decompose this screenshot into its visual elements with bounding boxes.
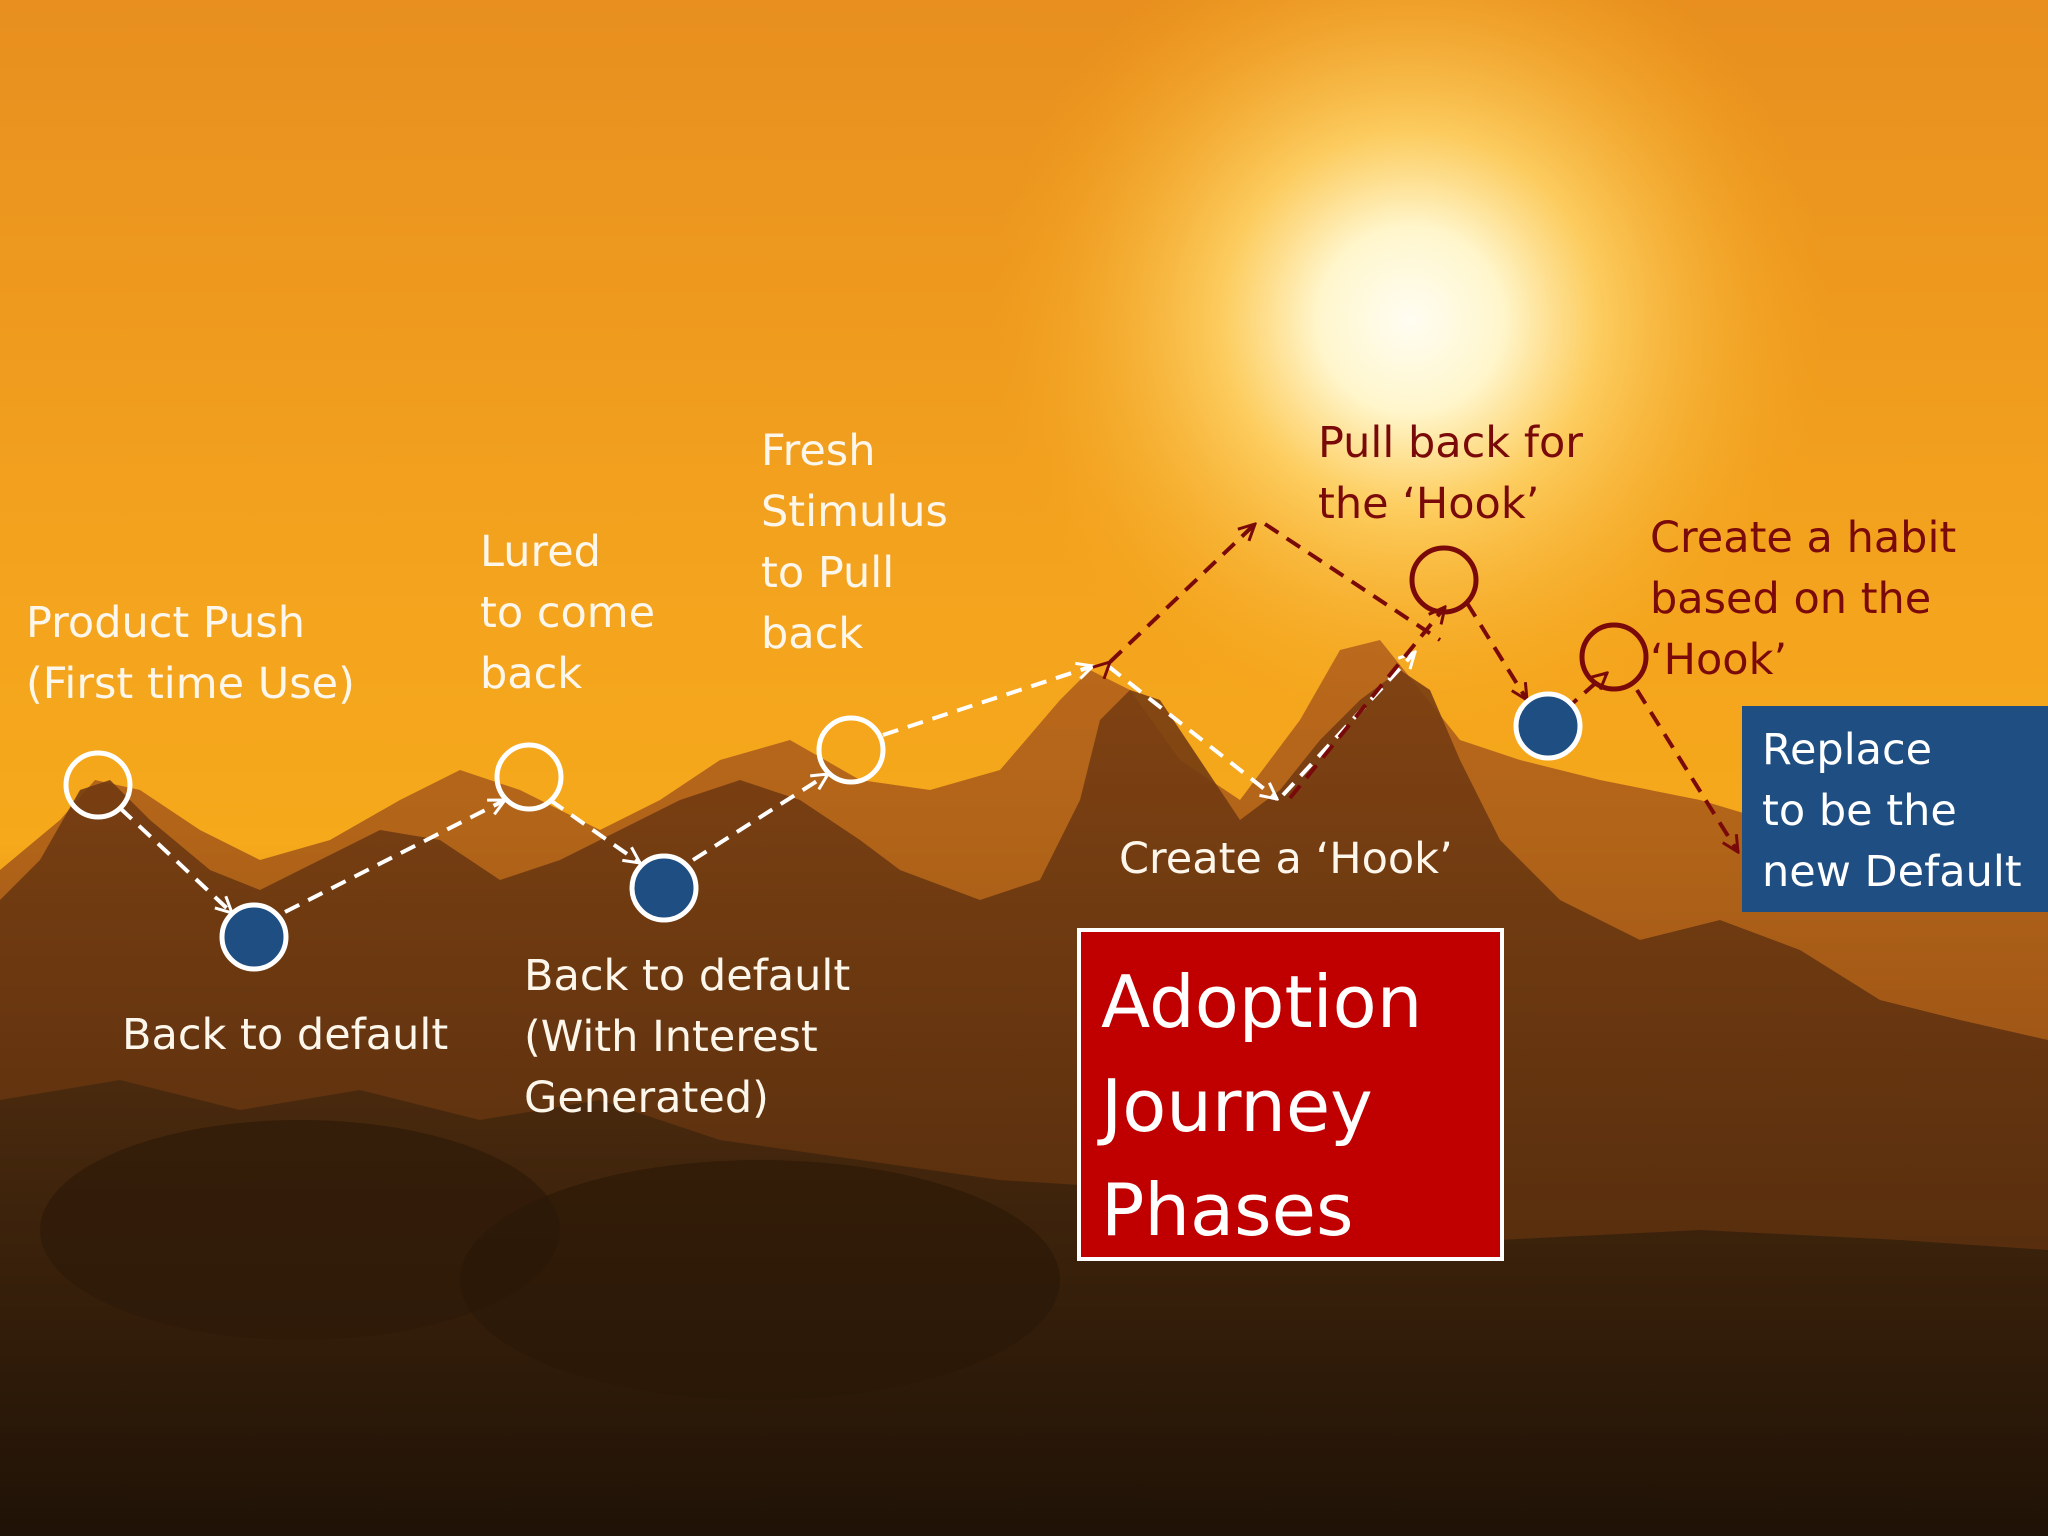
node-fresh-stimulus — [816, 715, 886, 785]
arrow-1 — [118, 806, 232, 913]
node-back-to-default-2 — [629, 853, 699, 923]
replace-default-box: Replace to be the new Default — [1742, 706, 2048, 912]
label-fresh-stimulus: Fresh Stimulus to Pull back — [761, 426, 948, 659]
arrow-5 — [882, 666, 1093, 737]
arrow-3 — [548, 798, 640, 863]
node-product-push — [63, 750, 133, 820]
arrow-4 — [691, 774, 828, 862]
label-back-to-default-2: Back to default (With Interest Generated… — [524, 951, 851, 1123]
label-pull-back-hook: Pull back for the ‘Hook’ — [1318, 418, 1583, 529]
arrow-7 — [1281, 652, 1415, 797]
arrow-6 — [1106, 664, 1277, 799]
arrow-dark-4 — [1465, 601, 1527, 700]
arrow-2 — [284, 798, 505, 914]
node-pull-back-hook — [1409, 545, 1479, 615]
node-back-to-default-1 — [219, 902, 289, 972]
label-create-hook: Create a ‘Hook’ — [1119, 834, 1453, 884]
label-lured: Lured to come back — [480, 527, 656, 699]
label-replace-default: Replace to be the new Default — [1762, 725, 2022, 897]
title-box: Adoption Journey Phases — [1077, 928, 1504, 1261]
arrow-dark-6 — [1635, 688, 1738, 852]
node-create-habit — [1579, 622, 1649, 692]
diagram-title: Adoption Journey Phases — [1101, 960, 1423, 1252]
arrow-dark-3 — [1288, 607, 1445, 800]
arrow-dark-1 — [1110, 524, 1255, 662]
label-back-to-default-1: Back to default — [122, 1010, 449, 1060]
label-product-push: Product Push (First time Use) — [26, 598, 355, 709]
node-lured — [494, 742, 564, 812]
arrow-dark-2 — [1263, 522, 1442, 642]
label-create-habit: Create a habit based on the ‘Hook’ — [1650, 513, 1957, 685]
node-default-3 — [1513, 691, 1583, 761]
